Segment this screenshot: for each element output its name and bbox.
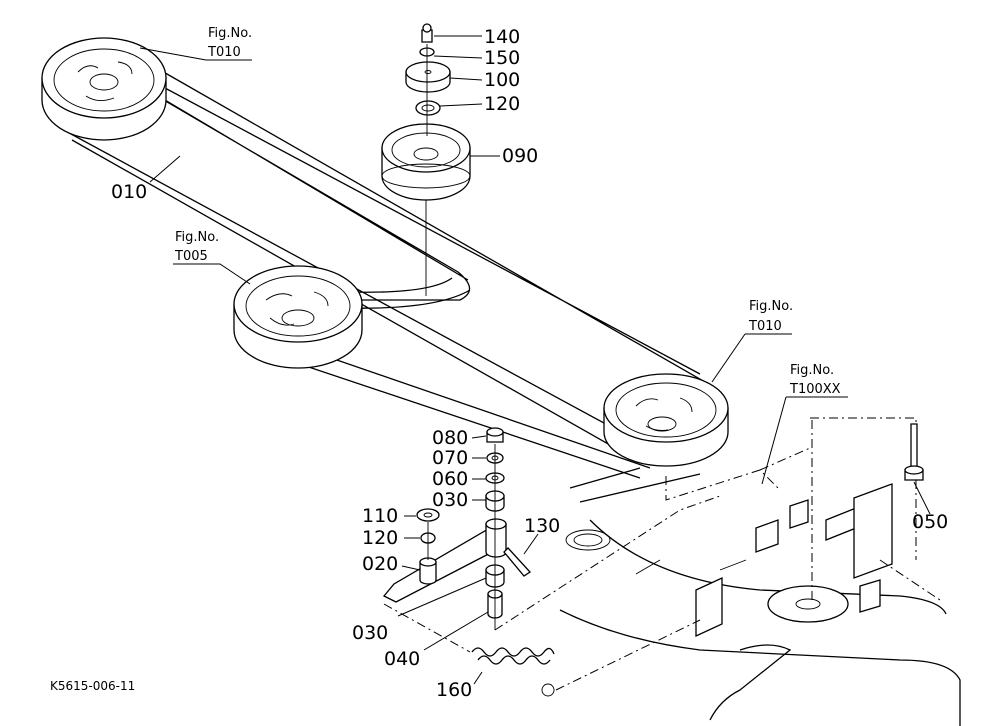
part-number-100: 100 (484, 69, 520, 91)
bolt-050 (904, 423, 924, 481)
grease-fitting-140 (421, 23, 433, 43)
fig-ref-right-line2: T010 (748, 319, 782, 334)
part-number-120-top: 120 (484, 93, 520, 115)
part-number-080: 080 (432, 427, 468, 449)
washer-110 (416, 508, 440, 522)
diagram-code: K5615-006-11 (50, 679, 135, 693)
part-number-020: 020 (362, 553, 398, 575)
fig-ref-deck-line2: T100XX (789, 382, 841, 397)
tension-arm-020 (382, 518, 507, 603)
part-number-160: 160 (436, 679, 472, 701)
idler-pulley-090 (381, 123, 471, 201)
phantom-lines (383, 417, 941, 691)
fig-ref-middle-left: Fig.No. T005 (173, 230, 251, 285)
fig-ref-right: Fig.No. T010 (711, 299, 793, 383)
part-number-050: 050 (912, 511, 948, 533)
fig-ref-deck-line1: Fig.No. (790, 363, 834, 378)
snap-ring-120-top (415, 100, 441, 116)
callouts: 140 150 100 120 090 010 080 070 060 030 … (111, 26, 948, 701)
pulley-middle-left (233, 265, 363, 369)
fig-ref-top-left-line2: T010 (207, 45, 241, 60)
spring-160 (471, 647, 555, 697)
fig-ref-middle-left-line2: T005 (174, 249, 208, 264)
part-number-070: 070 (432, 447, 468, 469)
part-number-140: 140 (484, 26, 520, 48)
part-number-010: 010 (111, 181, 147, 203)
fig-ref-deck: Fig.No. T100XX (761, 363, 848, 485)
part-number-030-lower: 030 (352, 622, 388, 644)
part-number-060: 060 (432, 468, 468, 490)
nut-080 (486, 427, 504, 443)
part-number-120-lower: 120 (362, 527, 398, 549)
pulley-right (603, 373, 729, 467)
pulley-top-left (41, 37, 167, 141)
fig-ref-right-line1: Fig.No. (749, 299, 793, 314)
part-number-150: 150 (484, 47, 520, 69)
cover-100 (405, 61, 451, 93)
part-number-090: 090 (502, 145, 538, 167)
mower-deck (559, 467, 961, 726)
part-number-130: 130 (524, 515, 560, 537)
part-number-040: 040 (384, 648, 420, 670)
fig-ref-top-left: Fig.No. T010 (139, 26, 252, 61)
part-number-030-upper: 030 (432, 489, 468, 511)
part-number-110: 110 (362, 505, 398, 527)
fig-ref-top-left-line1: Fig.No. (208, 26, 252, 41)
bolt-130 (503, 547, 531, 577)
fig-ref-middle-left-line1: Fig.No. (175, 230, 219, 245)
